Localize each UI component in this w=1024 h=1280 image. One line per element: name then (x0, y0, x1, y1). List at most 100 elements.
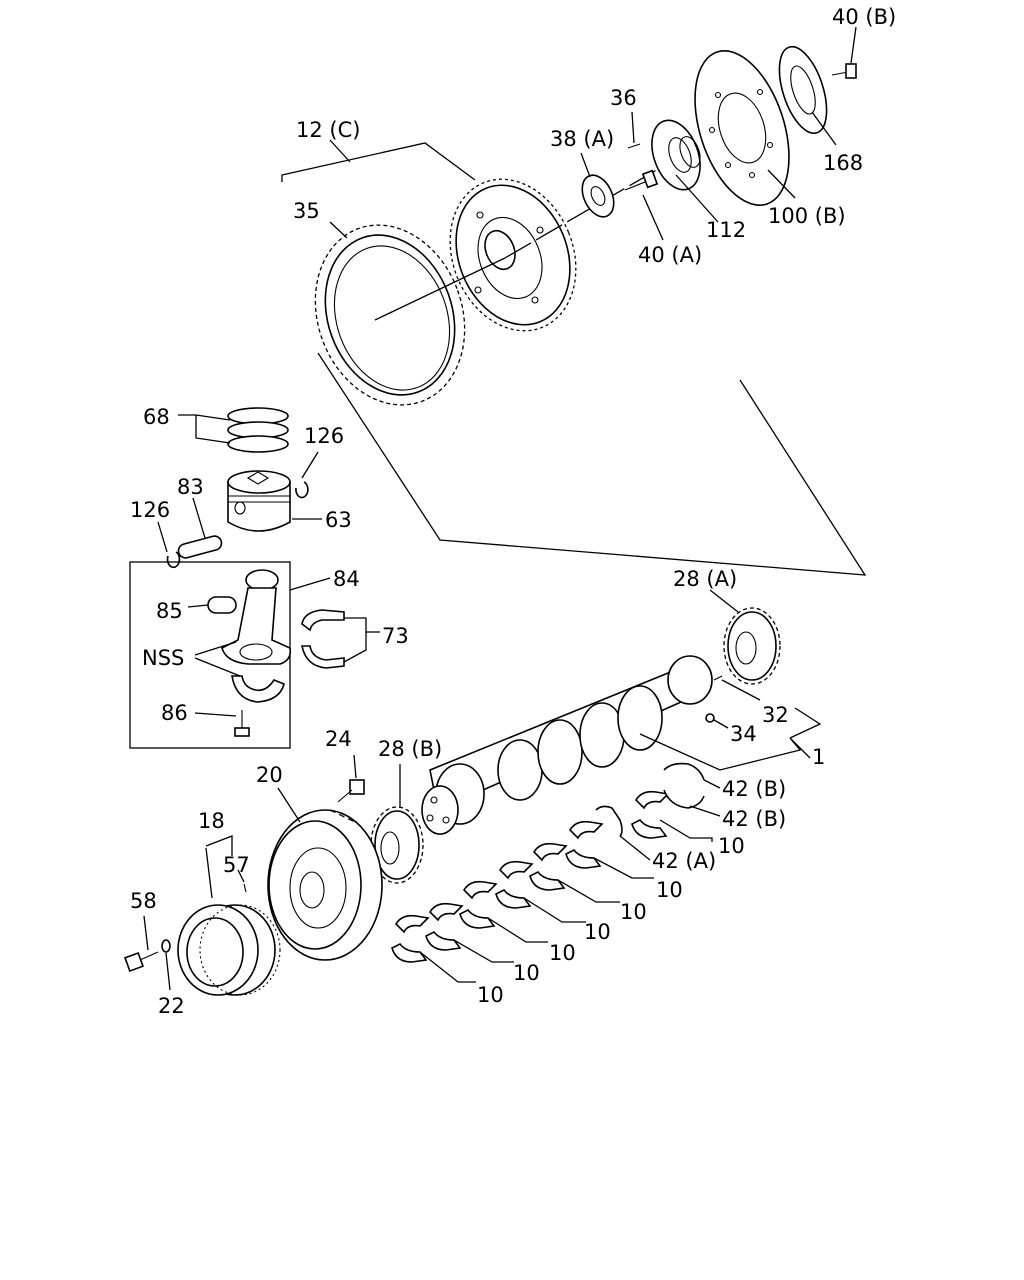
leader-42b-2 (689, 805, 721, 817)
leader-126-left (157, 521, 168, 553)
bushing-85 (207, 596, 237, 614)
label-12c: 12 (C) (296, 118, 360, 142)
leader-40a (642, 194, 664, 241)
main-bearings (391, 762, 705, 963)
plate-168 (778, 45, 828, 135)
leader-112 (675, 174, 719, 223)
label-40b: 40 (B) (832, 5, 896, 29)
leader-86 (194, 712, 237, 717)
label-85: 85 (156, 599, 183, 623)
label-34: 34 (730, 722, 757, 746)
axis-line-flywheel (374, 257, 506, 321)
label-126-right: 126 (304, 424, 344, 448)
label-10g: 10 (477, 983, 504, 1007)
leader-22 (165, 952, 171, 991)
leader-32 (721, 679, 761, 701)
pulley-20 (267, 809, 383, 961)
conrod-bearing (301, 609, 345, 669)
label-42a: 42 (A) (652, 849, 716, 873)
bolt-40a (624, 169, 659, 191)
bolt-40b (831, 63, 857, 79)
leader-1-b (789, 737, 811, 759)
leader-10a (659, 819, 713, 842)
pin-36 (627, 143, 641, 149)
label-nss: NSS (142, 646, 184, 670)
bolt-24 (337, 779, 365, 803)
label-126-left: 126 (130, 498, 170, 522)
label-1: 1 (812, 745, 825, 769)
bracket-1 (789, 707, 822, 739)
pin-32 (713, 675, 723, 681)
label-42b-2: 42 (B) (722, 807, 786, 831)
dash-bolt-to-pulley (329, 809, 356, 823)
label-24: 24 (325, 727, 352, 751)
piston-pin (177, 535, 223, 559)
leader-12c (329, 139, 351, 163)
leader-84 (289, 577, 331, 591)
label-10c: 10 (620, 900, 647, 924)
leader-20 (277, 787, 301, 823)
leader-38a (580, 152, 591, 178)
label-36: 36 (610, 86, 637, 110)
bracket-18 (205, 835, 233, 856)
leader-28a (709, 589, 739, 613)
leader-1 (639, 733, 802, 771)
leader-nss-b (194, 657, 241, 677)
plate-38a (581, 174, 615, 218)
label-10b: 10 (656, 878, 683, 902)
label-68: 68 (143, 405, 170, 429)
label-73: 73 (382, 624, 409, 648)
bracket-12c (281, 142, 476, 182)
piston-rings (227, 407, 289, 453)
label-58: 58 (130, 889, 157, 913)
leader-57 (237, 869, 245, 883)
flywheel (449, 178, 577, 332)
leader-100b (767, 169, 796, 199)
leader-168 (811, 111, 837, 146)
piston (227, 470, 291, 532)
leader-35 (329, 221, 348, 239)
leader-68-b (195, 415, 231, 444)
leader-68 (178, 414, 231, 421)
label-22: 22 (158, 994, 185, 1018)
bracket-flywheel-crank (317, 352, 867, 576)
ring-gear (314, 224, 466, 406)
leader-36 (631, 111, 635, 144)
label-38a: 38 (A) (550, 127, 614, 151)
bolt-86 (234, 710, 250, 737)
leader-nss (194, 641, 237, 656)
label-112: 112 (706, 218, 746, 242)
pin-34 (705, 713, 715, 723)
leader-85 (187, 604, 209, 608)
axis-line-flywheel-2 (504, 167, 661, 259)
label-32: 32 (762, 703, 789, 727)
hub-112 (651, 119, 701, 191)
disc-100b (694, 50, 790, 206)
leader-10c (557, 879, 620, 903)
washer-22 (161, 939, 171, 953)
connecting-rod (221, 569, 292, 665)
leader-10f (453, 939, 514, 963)
leader-10d (523, 897, 586, 923)
leader-18 (205, 847, 213, 899)
leader-40b (850, 26, 857, 64)
label-63: 63 (325, 508, 352, 532)
gear-28b (370, 806, 424, 884)
leader-10e (487, 917, 548, 943)
pin-57 (243, 883, 247, 893)
rod-cap (231, 675, 285, 703)
leader-42a (619, 835, 651, 861)
damper-18 (177, 904, 281, 996)
label-83: 83 (177, 475, 204, 499)
label-18: 18 (198, 809, 225, 833)
label-10f: 10 (513, 961, 540, 985)
label-100b: 100 (B) (768, 204, 846, 228)
label-40a: 40 (A) (638, 243, 702, 267)
label-42b-1: 42 (B) (722, 777, 786, 801)
leader-24 (353, 754, 357, 779)
leader-58 (143, 915, 149, 951)
leader-83 (192, 497, 206, 539)
label-28b: 28 (B) (378, 737, 442, 761)
label-35: 35 (293, 199, 320, 223)
